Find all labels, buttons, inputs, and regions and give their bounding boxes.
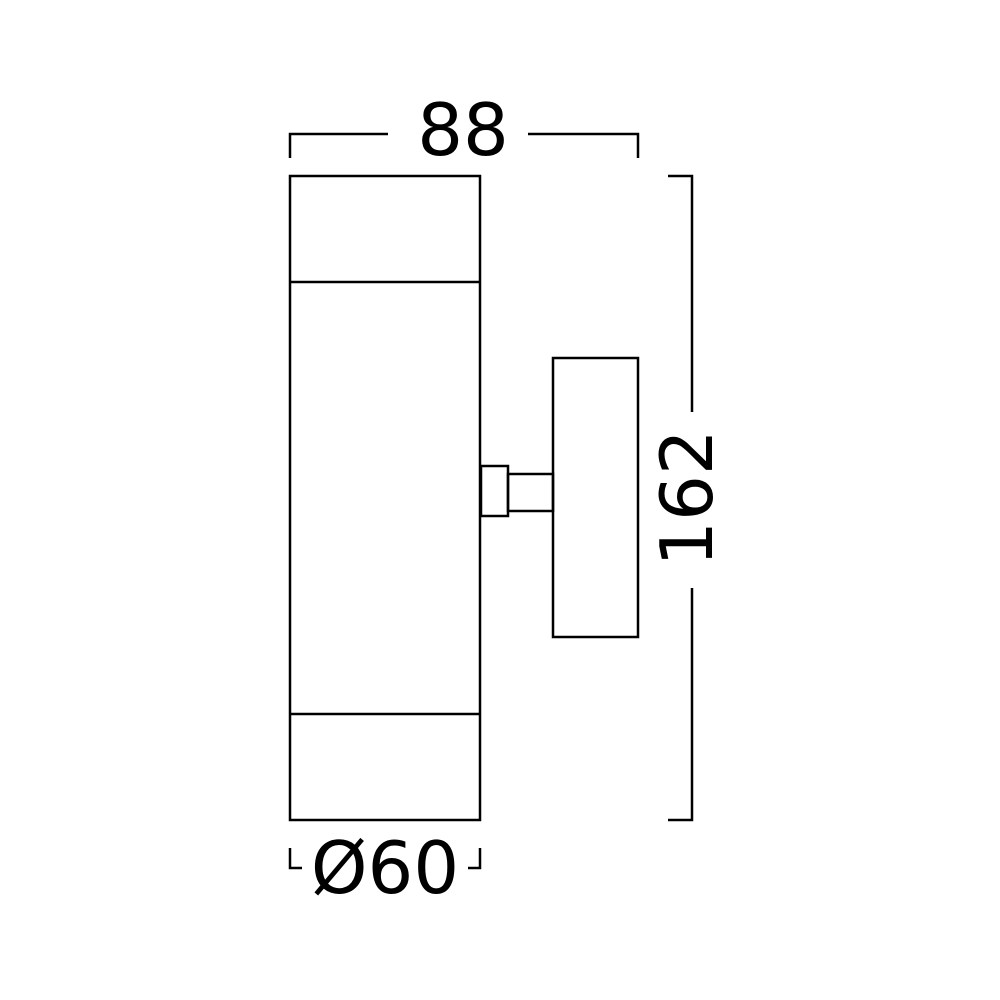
height-dim-top-line: [668, 174, 694, 412]
connector-rod: [506, 472, 555, 513]
connector-block: [479, 464, 510, 518]
diameter-dimension: Ø60: [288, 826, 482, 910]
lamp-cylinder-outline: [288, 174, 482, 822]
mount-assembly: [479, 356, 640, 639]
diameter-dim-right-bracket: [468, 848, 482, 870]
height-dimension: 162: [645, 174, 729, 822]
height-label: 162: [645, 429, 729, 566]
width-label: 88: [417, 88, 509, 172]
width-dim-right-line: [528, 132, 640, 158]
diameter-label: Ø60: [311, 826, 459, 910]
height-dim-bottom-line: [668, 588, 694, 822]
width-dim-left-line: [288, 132, 388, 158]
width-dimension: 88: [288, 88, 640, 172]
lamp-body: [288, 174, 482, 822]
diameter-dim-left-bracket: [288, 848, 302, 870]
wall-plate: [551, 356, 640, 639]
